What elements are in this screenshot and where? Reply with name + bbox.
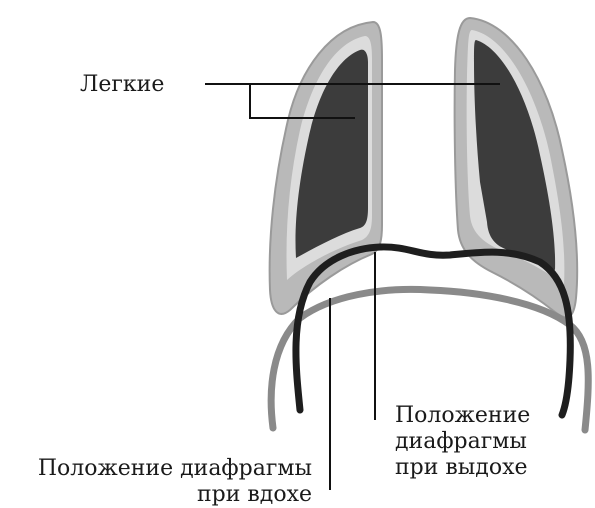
exhale-label-line-3: при выдохе — [395, 455, 565, 481]
lungs-label: Легкие — [80, 72, 164, 98]
exhale-label-line-2: диафрагмы — [395, 429, 565, 455]
exhale-label-line-1: Положение — [395, 403, 565, 429]
inhale-label-line-2: при вдохе — [12, 482, 312, 508]
inhale-position-label: Положение диафрагмы при вдохе — [12, 456, 312, 508]
inhale-label-line-1: Положение диафрагмы — [12, 456, 312, 482]
exhale-position-label: Положение диафрагмы при выдохе — [395, 403, 565, 481]
